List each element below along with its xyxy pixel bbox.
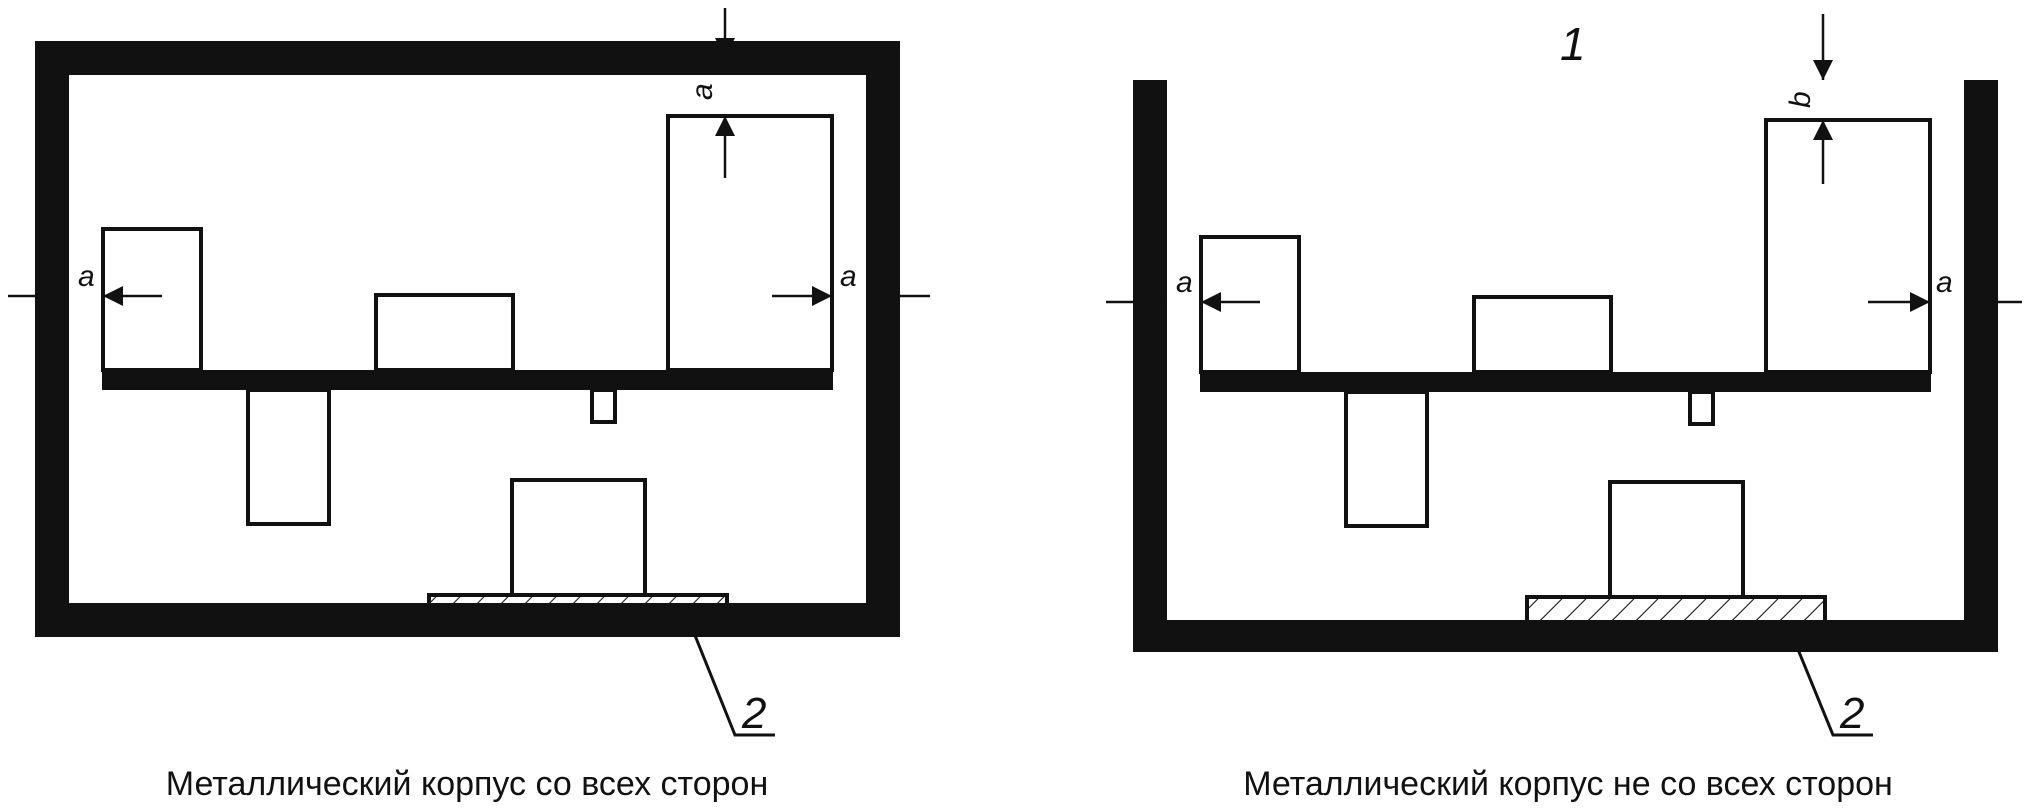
right-pcb-board: [1200, 372, 1931, 392]
left-component-below-left: [246, 388, 331, 526]
left-component-below-pin: [590, 388, 617, 424]
right-caption: Металлический корпус не со всех сторон: [1243, 765, 1893, 803]
right-enclosure-right-wall: [1964, 80, 1998, 652]
right-component-small-left: [1199, 235, 1301, 374]
right-top-dim-label: b: [1784, 91, 1817, 108]
left-top-dim-label: a: [686, 83, 719, 100]
right-right-dim-label: a: [1936, 266, 1953, 299]
left-figure: 2 a a a Металлический корпус со всех сто…: [8, 8, 930, 803]
right-component-tall-right: [1764, 118, 1932, 374]
right-component-below-pin: [1688, 390, 1715, 426]
left-component-middle: [374, 293, 515, 372]
right-callout-leader: [1786, 624, 1873, 737]
left-caption: Металлический корпус со всех сторон: [166, 765, 768, 803]
right-hatched-pad: [1525, 595, 1827, 627]
right-component-bottom-block: [1608, 480, 1745, 599]
left-hatched-pad: [427, 593, 729, 625]
right-component-middle: [1472, 295, 1613, 374]
right-callout-number: 2: [1839, 689, 1864, 738]
left-pcb-board: [102, 370, 833, 390]
left-left-dim-label: a: [78, 260, 95, 293]
right-figure: 2 1 b a a Металлический корпус не со все…: [1106, 14, 2022, 803]
right-enclosure-left-wall: [1133, 80, 1167, 652]
right-component-below-left: [1344, 390, 1429, 528]
left-callout-number: 2: [741, 689, 766, 738]
left-component-small-left: [101, 227, 203, 372]
right-opening-marker: 1: [1560, 18, 1586, 70]
left-component-bottom-block: [510, 478, 647, 597]
left-right-dim-label: a: [840, 260, 857, 293]
left-component-tall-right: [666, 114, 834, 372]
left-callout-leader: [688, 622, 775, 737]
right-left-dim-label: a: [1176, 266, 1193, 299]
